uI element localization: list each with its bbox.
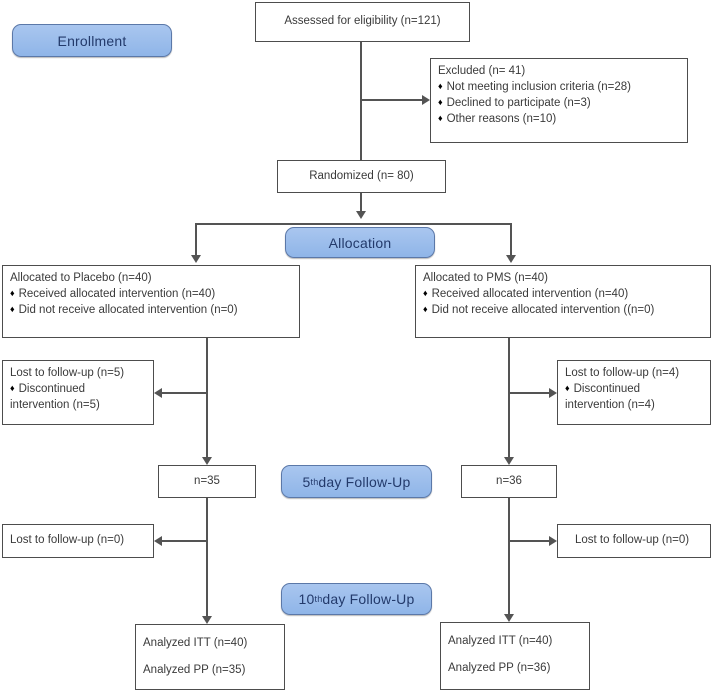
- arrowhead-left-analyzed: [202, 616, 212, 624]
- excluded-item-0: Not meeting inclusion criteria (n=28): [446, 80, 631, 93]
- excluded-title: Excluded (n= 41): [438, 65, 526, 77]
- connector-right-lost10: [508, 540, 550, 542]
- connector-assessed-to-randomized: [360, 42, 362, 160]
- followup-day10-number: 10: [298, 591, 315, 607]
- allocated-right-item-0: Received allocated intervention (n=40): [431, 287, 629, 300]
- connector-left-lost5: [162, 392, 207, 394]
- box-followup-left-count: n=35: [158, 465, 256, 498]
- connector-branch-right-down: [510, 223, 512, 257]
- connector-right-allocation-to-n36: [508, 338, 510, 461]
- box-randomized: Randomized (n= 80): [277, 160, 446, 193]
- connector-to-excluded: [360, 99, 422, 101]
- arrowhead-right-analyzed: [504, 614, 514, 622]
- lost-right-5-item-1: intervention (n=4): [565, 398, 655, 411]
- box-lost-followup-right-day10: Lost to follow-up (n=0): [557, 524, 711, 558]
- arrowhead-left-n35: [202, 457, 212, 465]
- diamond-bullet-icon: ♦: [10, 382, 15, 393]
- list-item: ♦Other reasons (n=10): [438, 112, 680, 128]
- diamond-bullet-icon: ♦: [565, 382, 570, 393]
- analyzed-right-line2: Analyzed PP (n=36): [448, 661, 551, 674]
- arrowhead-right-lost10: [549, 536, 557, 546]
- followup-day5-text: day Follow-Up: [318, 473, 411, 490]
- lost-right-5-title: Lost to follow-up (n=4): [565, 367, 680, 379]
- randomized-title: Randomized (n= 80): [309, 169, 414, 182]
- lost-right-5-item-0: Discontinued: [573, 382, 641, 395]
- followup-day10-text: day Follow-Up: [322, 591, 415, 607]
- excluded-item-2: Other reasons (n=10): [446, 112, 557, 125]
- connector-left-n35-to-analyzed: [206, 498, 208, 620]
- excluded-item-1: Declined to participate (n=3): [446, 96, 591, 109]
- diamond-bullet-icon: ♦: [10, 303, 15, 314]
- allocated-right-title: Allocated to PMS (n=40): [423, 272, 548, 284]
- arrowhead-left-lost10: [154, 536, 162, 546]
- allocated-left-item-1: Did not receive allocated intervention (…: [18, 303, 238, 316]
- arrowhead-left-lost5: [154, 388, 162, 398]
- assessed-title: Assessed for eligibility (n=121): [284, 15, 441, 28]
- allocated-right-item-1: Did not receive allocated intervention (…: [431, 303, 655, 316]
- arrowhead-allocated-left: [191, 255, 201, 263]
- list-item: ♦Received allocated intervention (n=40): [423, 287, 703, 303]
- allocated-left-title: Allocated to Placebo (n=40): [10, 272, 152, 284]
- arrowhead-randomized-down: [356, 211, 366, 219]
- analyzed-left-line2: Analyzed PP (n=35): [143, 663, 246, 676]
- connector-allocation-branch-bar: [195, 223, 511, 225]
- connector-left-lost10: [162, 540, 207, 542]
- list-item: ♦Did not receive allocated intervention …: [10, 303, 292, 319]
- lost-left-10-title: Lost to follow-up (n=0): [10, 534, 125, 547]
- list-item: ♦Received allocated intervention (n=40): [10, 287, 292, 303]
- list-item: ♦Not meeting inclusion criteria (n=28): [438, 80, 680, 96]
- diamond-bullet-icon: ♦: [423, 303, 428, 314]
- box-excluded: Excluded (n= 41) ♦Not meeting inclusion …: [430, 58, 688, 143]
- box-analyzed-left: Analyzed ITT (n=40) Analyzed PP (n=35): [135, 624, 285, 690]
- connector-randomized-down: [360, 193, 362, 213]
- followup-left-count: n=35: [194, 474, 220, 487]
- box-allocated-pms: Allocated to PMS (n=40) ♦Received alloca…: [415, 265, 711, 338]
- box-assessed-for-eligibility: Assessed for eligibility (n=121): [255, 2, 470, 42]
- box-followup-right-count: n=36: [461, 465, 557, 498]
- diamond-bullet-icon: ♦: [10, 287, 15, 298]
- connector-left-allocation-to-n35: [206, 338, 208, 461]
- lost-left-5-title: Lost to follow-up (n=5): [10, 367, 125, 379]
- list-item: ♦Discontinued: [10, 382, 146, 398]
- stage-label-allocation: Allocation: [285, 227, 435, 258]
- box-allocated-placebo: Allocated to Placebo (n=40) ♦Received al…: [2, 265, 300, 338]
- allocated-left-item-0: Received allocated intervention (n=40): [18, 287, 216, 300]
- followup-day5-number: 5: [302, 473, 311, 490]
- analyzed-right-line1: Analyzed ITT (n=40): [448, 635, 553, 647]
- box-lost-followup-left-day10: Lost to follow-up (n=0): [2, 524, 154, 558]
- connector-branch-left-down: [195, 223, 197, 257]
- stage-label-enrollment: Enrollment: [12, 24, 172, 57]
- stage-label-enrollment-text: Enrollment: [57, 32, 127, 49]
- connector-right-lost5: [508, 392, 550, 394]
- arrowhead-allocated-right: [506, 255, 516, 263]
- diamond-bullet-icon: ♦: [438, 80, 443, 91]
- diamond-bullet-icon: ♦: [423, 287, 428, 298]
- list-item: ♦Did not receive allocated intervention …: [423, 303, 703, 319]
- arrowhead-excluded: [422, 95, 430, 105]
- followup-right-count: n=36: [496, 474, 522, 487]
- box-lost-followup-right-day5: Lost to follow-up (n=4) ♦Discontinued in…: [557, 360, 711, 425]
- lost-left-5-item-0: Discontinued: [18, 382, 86, 395]
- diamond-bullet-icon: ♦: [438, 96, 443, 107]
- list-item: ♦Discontinued: [565, 382, 703, 398]
- lost-left-5-item-1: intervention (n=5): [10, 398, 100, 411]
- connector-right-n36-to-analyzed: [508, 498, 510, 618]
- analyzed-left-line1: Analyzed ITT (n=40): [143, 637, 248, 649]
- box-lost-followup-left-day5: Lost to follow-up (n=5) ♦Discontinued in…: [2, 360, 154, 425]
- diamond-bullet-icon: ♦: [438, 112, 443, 123]
- arrowhead-right-lost5: [549, 388, 557, 398]
- stage-label-allocation-text: Allocation: [328, 234, 392, 251]
- arrowhead-right-n36: [504, 457, 514, 465]
- lost-right-10-title: Lost to follow-up (n=0): [575, 534, 690, 547]
- list-item: ♦Declined to participate (n=3): [438, 96, 680, 112]
- box-analyzed-right: Analyzed ITT (n=40) Analyzed PP (n=36): [440, 622, 590, 690]
